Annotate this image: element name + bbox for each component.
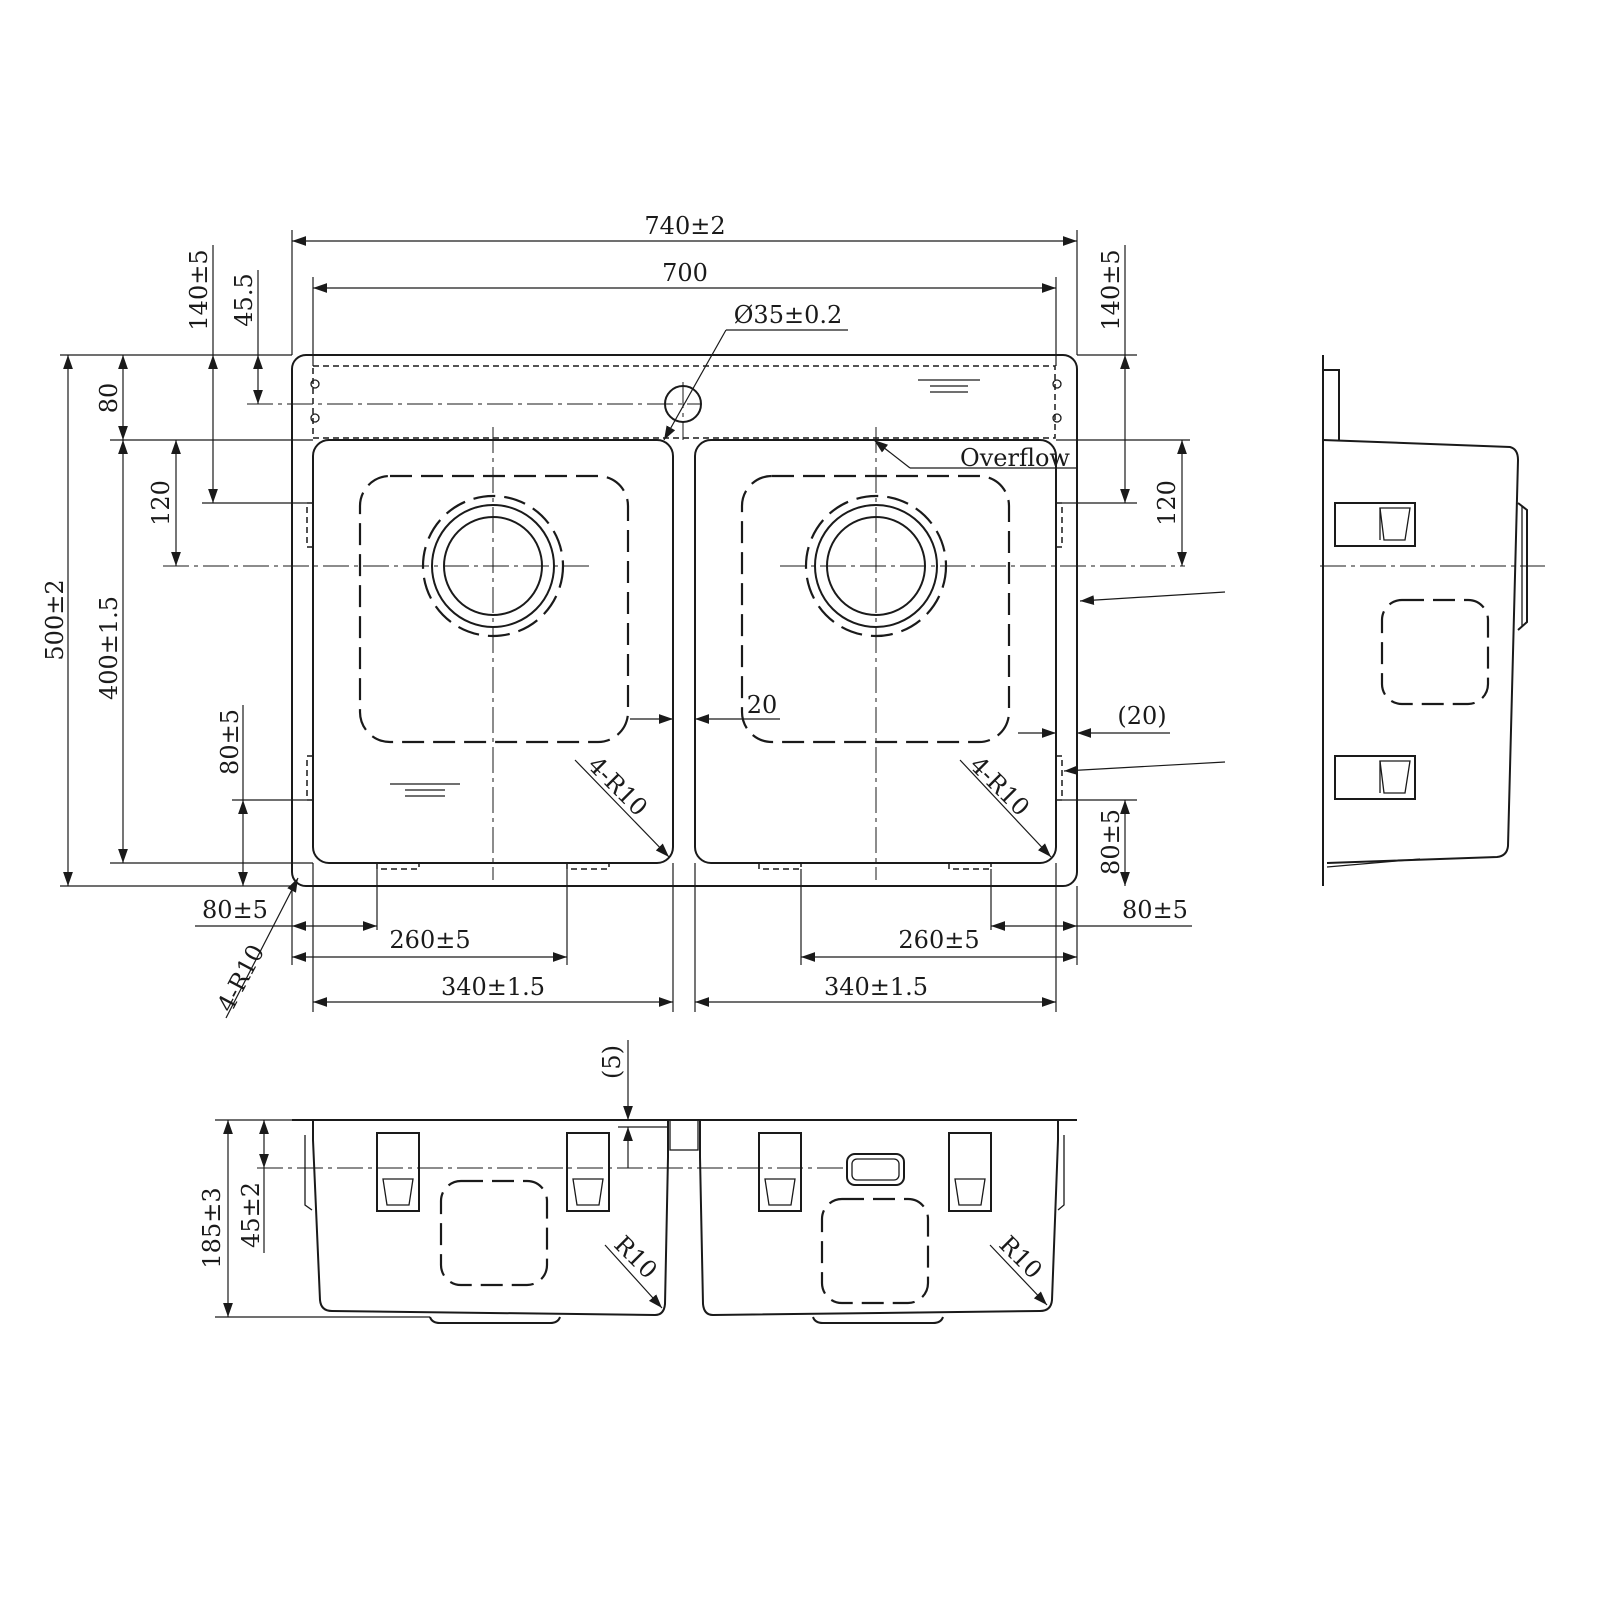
front-dimensions: 185±3 45±2 (5) R10 R10 [198,1040,1048,1318]
dim-right-gap-20: (20) [1117,702,1166,730]
dim-overall-depth: 500±2 [41,579,69,660]
dim-right-260: 260±5 [898,926,979,954]
dim-corner-outer: 4-R10 [212,940,271,1017]
mount-hole [310,379,320,389]
dim-divider-20: 20 [747,691,778,719]
dim-height-45: 45±2 [237,1182,265,1248]
mount-hole [310,413,320,423]
front-left-outlet [439,1179,549,1287]
overflow-label: Overflow [960,444,1070,472]
soap-mark [918,379,980,393]
dim-front-gap-5: (5) [598,1045,626,1079]
left-drain-mark [390,783,460,797]
dim-bottom-right-80: 80±5 [1122,896,1188,924]
side-overflow-outline [1380,598,1490,706]
left-bowl-floor [358,474,630,744]
mount-hole [1052,379,1062,389]
dim-left-80: 80 [95,383,123,414]
dim-corner-left: 4-R10 [582,751,653,822]
dim-right-340: 340±1.5 [824,973,928,1001]
dim-corner-right: 4-R10 [964,751,1035,822]
dim-front-r10-left: R10 [609,1230,663,1284]
top-view [163,354,1185,887]
dim-left-120: 120 [147,480,175,526]
dim-left-340: 340±1.5 [441,973,545,1001]
side-clip-bottom [1334,755,1416,800]
dim-inner-width: 700 [662,259,708,287]
dim-bowl-depth: 400±1.5 [95,596,123,700]
front-view [257,1119,1077,1324]
sink-outline [291,354,1078,887]
center-lines [163,382,1185,880]
dim-right-120: 120 [1153,480,1181,526]
top-dimensions: 740±2 700 80±5 80±5 260±5 260±5 340±1.5 … [41,212,1226,1019]
front-clips [376,1132,992,1212]
dim-overall-width: 740±2 [644,212,725,240]
side-view [1320,355,1545,886]
dim-top-right-140: 140±5 [1097,249,1125,330]
front-right-outlet [820,1197,930,1305]
dim-front-r10-right: R10 [994,1230,1048,1284]
mount-hole [1052,413,1062,423]
dim-top-left-45: 45.5 [230,273,258,326]
dim-bottom-left-80: 80±5 [202,896,268,924]
dim-left-260: 260±5 [389,926,470,954]
dim-right-80-5: 80±5 [1097,809,1125,875]
front-overflow-slot [846,1153,905,1186]
side-clip-top [1334,502,1416,547]
dim-top-left-140: 140±5 [185,249,213,330]
mounting-clips [306,502,1063,870]
dim-height-185: 185±3 [198,1187,226,1268]
overflow-channel [312,365,1056,439]
dim-left-80-5: 80±5 [216,709,244,775]
dim-hole-diameter: Ø35±0.2 [734,301,843,329]
